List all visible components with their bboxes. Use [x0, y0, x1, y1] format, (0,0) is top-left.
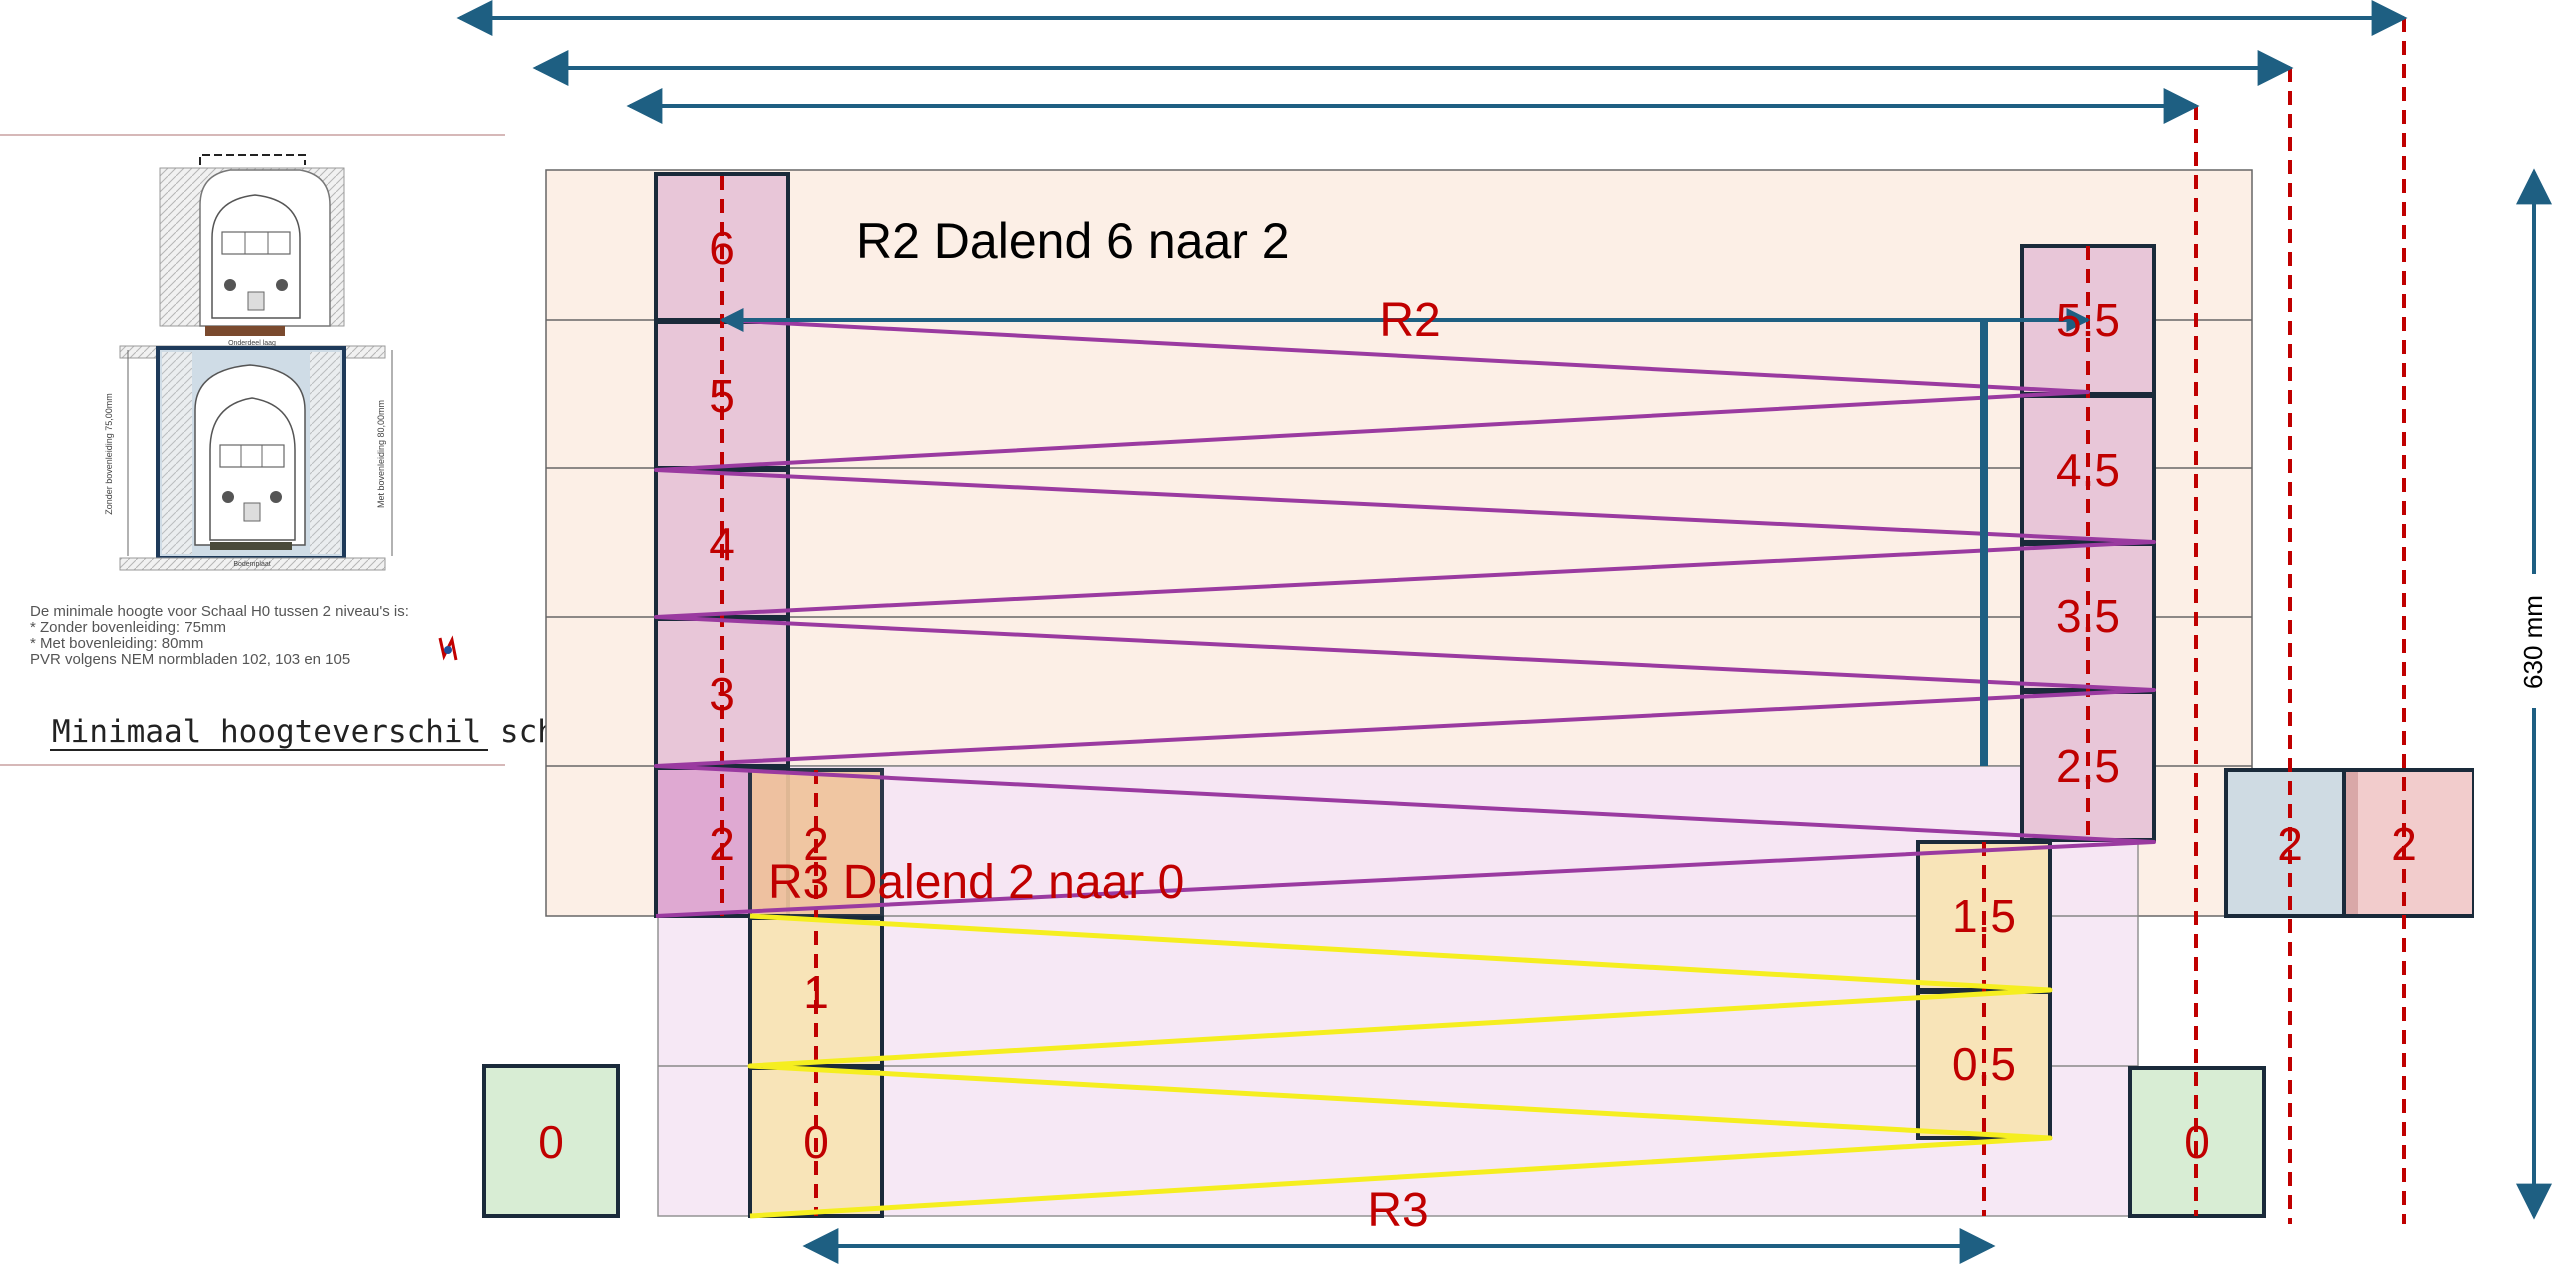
layer-top-label: Onderdeel laag	[228, 340, 276, 347]
r3-level-label-0: 0	[803, 1116, 829, 1168]
end-block-b-fill	[2358, 772, 2472, 914]
r3-board	[657, 765, 2139, 1217]
level-labels: 6 5 4 3 2 5.5 4.5 3.5 2.5 2 1 0 1.5 0.5 …	[538, 222, 2417, 1168]
r3-yellow-track	[747, 913, 2053, 1219]
lower-wall-left	[162, 352, 192, 554]
level-label-2: 2	[709, 818, 735, 870]
r3-title: R3 Dalend 2 naar 0	[768, 856, 1184, 909]
r3-level-label-0-5: 0.5	[1952, 1038, 2016, 1090]
level-label-4-5: 4.5	[2056, 444, 2120, 496]
r3-board-area	[657, 765, 2139, 1217]
dim-left-label: Zonder bovenleiding 75,00mm	[104, 393, 114, 515]
lower-wall-right	[310, 352, 340, 554]
level-label-6: 6	[709, 222, 735, 274]
lower-train-icon	[209, 397, 296, 541]
inset-desc-line4: PVR volgens NEM normbladen 102, 103 en 1…	[30, 651, 350, 668]
r2-purple-track	[654, 318, 2156, 918]
lower-track-bed	[210, 542, 292, 550]
dimension-arrows: 630 mm	[456, 0, 2560, 1264]
end-block-label-b: 2	[2391, 818, 2417, 870]
dim-right-label: Met bovenleiding 80,00mm	[376, 400, 386, 508]
ground-block-label-left: 0	[538, 1116, 564, 1168]
inset-desc-line1: De minimale hoogte voor Schaal H0 tussen…	[30, 603, 409, 620]
ground-block-label-right: 0	[2184, 1116, 2210, 1168]
level-label-5-5: 5.5	[2056, 294, 2120, 346]
r3-level-label-1-5: 1.5	[1952, 890, 2016, 942]
layer-bottom-label: Bodemplaat	[233, 561, 270, 568]
height-label-bg	[2500, 574, 2560, 708]
height-dimension-label: 630 mm	[2518, 595, 2548, 689]
r3-level-label-1: 1	[803, 966, 829, 1018]
ground-block-left	[482, 1064, 620, 1218]
level-label-2-5: 2.5	[2056, 740, 2120, 792]
upper-track-bed	[205, 326, 285, 336]
end-block-label-a: 2	[2277, 818, 2303, 870]
end-blocks	[2224, 768, 2474, 918]
r2-title: R2 Dalend 6 naar 2	[856, 213, 1290, 269]
level-label-3-5: 3.5	[2056, 590, 2120, 642]
r2-label: R2	[1379, 294, 1440, 347]
inset-desc-line3: * Met bovenleiding: 80mm	[30, 635, 203, 652]
upper-train-icon	[211, 194, 301, 319]
level-label-3: 3	[709, 668, 735, 720]
level-label-4: 4	[709, 518, 735, 570]
upper-catenary	[199, 154, 306, 165]
bodemplaat-plate	[119, 557, 386, 571]
inset-desc-line2: * Zonder bovenleiding: 75mm	[30, 619, 226, 636]
level-dashed-lines	[720, 18, 2406, 1224]
r3-level-label-2: 2	[803, 818, 829, 870]
r3-label: R3	[1367, 1184, 1428, 1237]
inset-drawing: Onderdeel laag Bodemplaat Zonder bovenle…	[0, 134, 668, 766]
end-block-a	[2224, 768, 2346, 918]
level-label-5: 5	[709, 370, 735, 422]
logo-icon	[438, 635, 458, 661]
